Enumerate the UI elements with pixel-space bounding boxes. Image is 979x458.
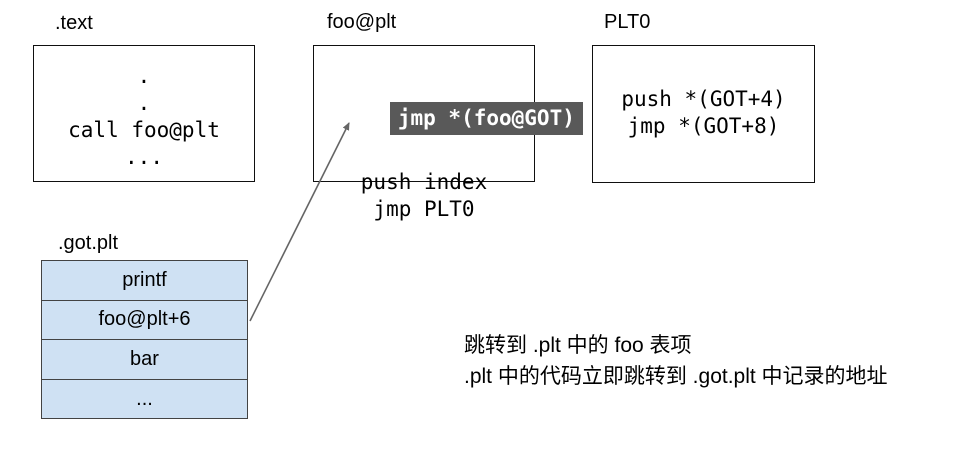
highlighted-code-line: jmp *(foo@GOT) bbox=[314, 69, 583, 168]
text-section-label: .text bbox=[55, 12, 93, 34]
code-line: jmp *(GOT+8) bbox=[627, 114, 780, 138]
annotation-text: 跳转到 .plt 中的 foo 表项 .plt 中的代码立即跳转到 .got.p… bbox=[464, 330, 888, 392]
plt0-section-box: push *(GOT+4) jmp *(GOT+8) bbox=[592, 45, 815, 183]
code-line: ... bbox=[125, 145, 163, 169]
got-row-printf: printf bbox=[42, 261, 247, 301]
foo-plt-section-box: jmp *(foo@GOT) push index jmp PLT0 bbox=[313, 45, 583, 221]
got-row-bar: bar bbox=[42, 340, 247, 380]
got-plt-section-label: .got.plt bbox=[58, 232, 119, 254]
got-row-ellipsis: ... bbox=[42, 379, 247, 419]
annotation-line-2: .plt 中的代码立即跳转到 .got.plt 中记录的地址 bbox=[464, 365, 888, 388]
code-line: push index bbox=[360, 170, 488, 194]
code-line: push *(GOT+4) bbox=[621, 87, 786, 111]
got-plt-table: printf foo@plt+6 bar ... bbox=[41, 260, 248, 420]
code-line: call foo@plt bbox=[68, 118, 220, 142]
got-row-foo-plt-6: foo@plt+6 bbox=[42, 300, 247, 341]
code-line: jmp PLT0 bbox=[373, 197, 475, 221]
plt0-section-label: PLT0 bbox=[604, 11, 651, 33]
text-section-box: . . call foo@plt ... bbox=[33, 45, 255, 182]
foo-plt-section-label: foo@plt bbox=[327, 11, 397, 33]
highlight-jmp-foo-got: jmp *(foo@GOT) bbox=[389, 102, 583, 135]
annotation-line-1: 跳转到 .plt 中的 foo 表项 bbox=[464, 334, 692, 357]
code-line: . bbox=[137, 91, 151, 115]
code-line: . bbox=[137, 64, 151, 88]
